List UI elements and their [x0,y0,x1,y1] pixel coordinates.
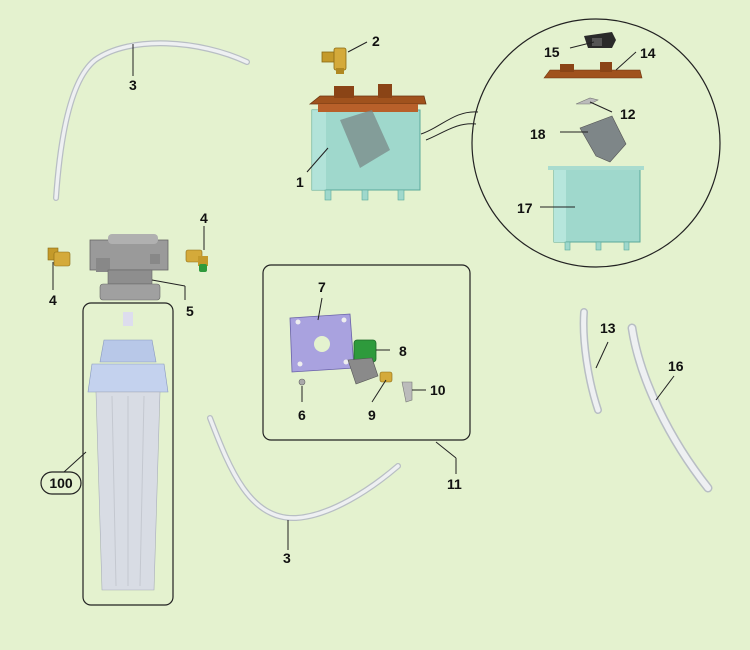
lid-14 [543,62,643,79]
tank-body-17 [548,166,644,251]
float-18 [579,115,627,163]
callout-6: 6 [298,407,306,423]
valve-kit-box-11 [262,264,471,441]
callout-labels: 1 2 3 3 4 4 5 6 7 8 9 10 11 12 13 14 15 … [49,33,684,566]
callout-3-bottom: 3 [283,550,291,566]
tube-3-bottom [207,415,401,522]
callout-100: 100 [49,475,73,491]
callout-11: 11 [447,476,462,492]
screw-6 [298,378,306,386]
filter-head-5 [89,234,169,301]
float-switch-15 [584,32,616,48]
bracket-7 [289,313,355,373]
callout-16: 16 [668,358,684,374]
callout-7: 7 [318,279,326,295]
tube-3-top [53,40,250,201]
tank-assembly-1 [308,84,427,201]
callout-12: 12 [620,106,636,122]
callout-2: 2 [372,33,380,49]
tube-13 [579,308,602,414]
callout-5: 5 [186,303,194,319]
cartridge-100 [82,302,174,606]
leader-lines [52,41,675,550]
callout-100-badge: 100 [40,471,82,495]
callout-10: 10 [430,382,446,398]
callout-4-left: 4 [49,292,57,308]
fitting-9 [379,371,393,383]
callout-14: 14 [640,45,656,61]
tube-16 [627,323,713,493]
elbow-fitting-2 [321,47,347,74]
solenoid-valve-8 [347,339,379,385]
clip-10 [401,381,413,403]
callout-18: 18 [530,126,546,142]
callout-15: 15 [544,44,560,60]
callout-4-right: 4 [200,210,208,226]
callout-3-top: 3 [129,77,137,93]
callout-8: 8 [399,343,407,359]
clip-12 [575,97,599,105]
callout-9: 9 [368,407,376,423]
fitting-4-right [185,249,208,272]
callout-17: 17 [517,200,533,216]
callout-1: 1 [296,174,304,190]
fitting-4-left [47,247,71,267]
callout-13: 13 [600,320,616,336]
